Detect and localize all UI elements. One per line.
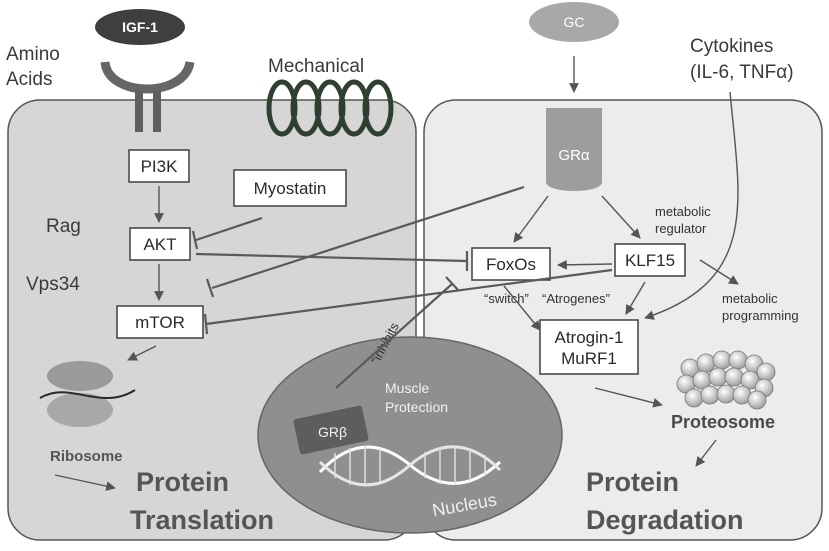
protein-translation-title-1: Protein bbox=[136, 467, 229, 497]
klf15-box bbox=[614, 243, 686, 277]
arrow-klf15-atrogin bbox=[625, 281, 646, 315]
gr-alpha-receptor bbox=[546, 108, 602, 191]
metabolic-regulator-label-1: metabolic bbox=[655, 204, 711, 219]
nucleus-ellipse bbox=[257, 336, 563, 534]
metabolic-programming-label-2: programming bbox=[722, 308, 799, 323]
inhibit-bar-grbeta bbox=[445, 276, 460, 292]
mtor-label: mTOR bbox=[135, 313, 185, 332]
receptor-stem-right bbox=[153, 90, 161, 132]
metabolic-regulator-label-2: regulator bbox=[655, 221, 707, 236]
inhibit-myostatin-akt bbox=[195, 216, 263, 242]
muscle-protection-label-2: Protection bbox=[385, 399, 448, 415]
mtor-box bbox=[116, 305, 204, 339]
protein-translation-title-2: Translation bbox=[130, 505, 274, 535]
pi3k-box bbox=[128, 149, 190, 183]
protein-degradation-title-1: Protein bbox=[586, 467, 679, 497]
rag-label: Rag bbox=[46, 216, 81, 237]
atrogin-murf1-box bbox=[539, 319, 639, 375]
arrow-ribosome-translation bbox=[54, 474, 116, 491]
amino-acids-label-2: Acids bbox=[6, 69, 52, 90]
akt-label: AKT bbox=[143, 235, 176, 254]
foxos-box bbox=[471, 247, 551, 281]
igf1-receptor-icon bbox=[100, 60, 195, 94]
arrow-atrogin-proteosome bbox=[594, 387, 663, 408]
myostatin-label: Myostatin bbox=[254, 179, 327, 198]
protein-degradation-title-2: Degradation bbox=[586, 505, 744, 535]
akt-box bbox=[129, 227, 191, 261]
arrow-klf15-metabolic bbox=[699, 259, 739, 285]
inhibit-akt-foxos bbox=[195, 252, 467, 263]
gc-ellipse bbox=[529, 2, 619, 42]
metabolic-programming-label-1: metabolic bbox=[722, 291, 778, 306]
arrow-cytokines-atrogin bbox=[644, 91, 739, 320]
muscle-protection-label-1: Muscle bbox=[385, 380, 430, 396]
arrow-gralpha-foxos bbox=[513, 195, 549, 243]
arrow-foxos-atrogin bbox=[503, 285, 541, 331]
vps34-label: Vps34 bbox=[26, 274, 80, 295]
inhibit-grbeta-foxos bbox=[335, 283, 453, 389]
inhibit-klf15-mtor bbox=[205, 268, 613, 326]
cytokines-label-2: (IL-6, TNFα) bbox=[690, 62, 794, 83]
klf15-label: KLF15 bbox=[625, 251, 675, 270]
atrogenes-label: “Atrogenes” bbox=[542, 291, 610, 306]
arrow-klf15-foxos bbox=[557, 259, 613, 270]
mechanical-coil-icon bbox=[266, 79, 394, 137]
igf1-label: IGF-1 bbox=[122, 19, 158, 35]
inhibit-bar-akt bbox=[191, 230, 199, 250]
murf1-label: MuRF1 bbox=[561, 349, 617, 368]
atrogin1-label: Atrogin-1 bbox=[555, 328, 624, 347]
ribosome-icon bbox=[39, 361, 136, 427]
proteosome-label: Proteosome bbox=[671, 412, 775, 432]
mechanical-label: Mechanical bbox=[268, 56, 364, 77]
igf1-ellipse bbox=[95, 9, 185, 45]
arrow-proteosome-degradation bbox=[695, 439, 717, 467]
myostatin-box bbox=[233, 169, 347, 207]
switch-label: “switch” bbox=[484, 291, 529, 306]
dna-helix-icon bbox=[318, 445, 502, 487]
gr-alpha-label: GRα bbox=[558, 147, 590, 164]
arrow-gralpha-klf15 bbox=[601, 195, 641, 239]
receptor-stem-left bbox=[135, 90, 143, 132]
foxos-label: FoxOs bbox=[486, 255, 536, 274]
gr-beta-box bbox=[293, 405, 369, 455]
inhibit-bar-mtor bbox=[203, 313, 209, 335]
proteosome-icon bbox=[676, 350, 776, 410]
arrow-mtor-ribosome bbox=[127, 345, 157, 361]
pi3k-label: PI3K bbox=[141, 157, 179, 176]
inhibit-gralpha-mtor bbox=[211, 185, 525, 290]
gc-label: GC bbox=[564, 14, 585, 30]
gr-beta-label: GRβ bbox=[318, 424, 347, 440]
amino-acids-label-1: Amino bbox=[6, 44, 60, 65]
ribosome-label: Ribosome bbox=[50, 448, 123, 465]
inhibit-bar-gralpha bbox=[205, 278, 215, 298]
cytokines-label-1: Cytokines bbox=[690, 36, 773, 57]
